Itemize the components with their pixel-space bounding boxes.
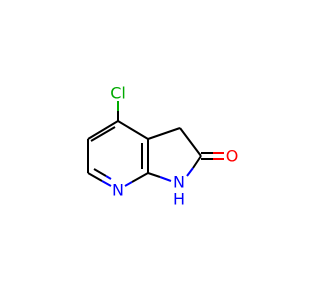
atom-labels: Cl O N N H (110, 84, 238, 209)
bond-c4-c5-inner (90, 126, 116, 142)
bond-n7-c7a-n-half (124, 181, 133, 187)
bond-n1-c7a-n-half (159, 176, 172, 182)
chlorine-atom-label: Cl (110, 84, 126, 103)
molecule-structure-diagram: Cl O N N H (87, 84, 238, 209)
bond-c3a-c4 (117, 120, 149, 140)
bond-c6-n7-n-half (101, 180, 112, 187)
bond-c3-c2 (179, 127, 202, 157)
amide-nitrogen-atom-label: N (173, 173, 185, 192)
bond-c6-n7-inner-n-half (105, 175, 112, 180)
bond-n7-c7a (131, 172, 149, 183)
pyridine-nitrogen-atom-label: N (112, 181, 124, 200)
bond-c4-c5 (87, 120, 119, 140)
bond-n1-c7a (147, 172, 161, 178)
bonds (87, 101, 224, 187)
amide-hydrogen-atom-label: H (173, 190, 185, 209)
bond-c3a-c3 (147, 127, 181, 140)
bond-c6-n7-inner (93, 168, 107, 177)
oxygen-atom-label: O (226, 147, 239, 166)
bond-c2-n1-n-half (186, 167, 194, 177)
bond-c6-n7 (87, 172, 103, 182)
bond-c2-n1 (192, 155, 202, 169)
